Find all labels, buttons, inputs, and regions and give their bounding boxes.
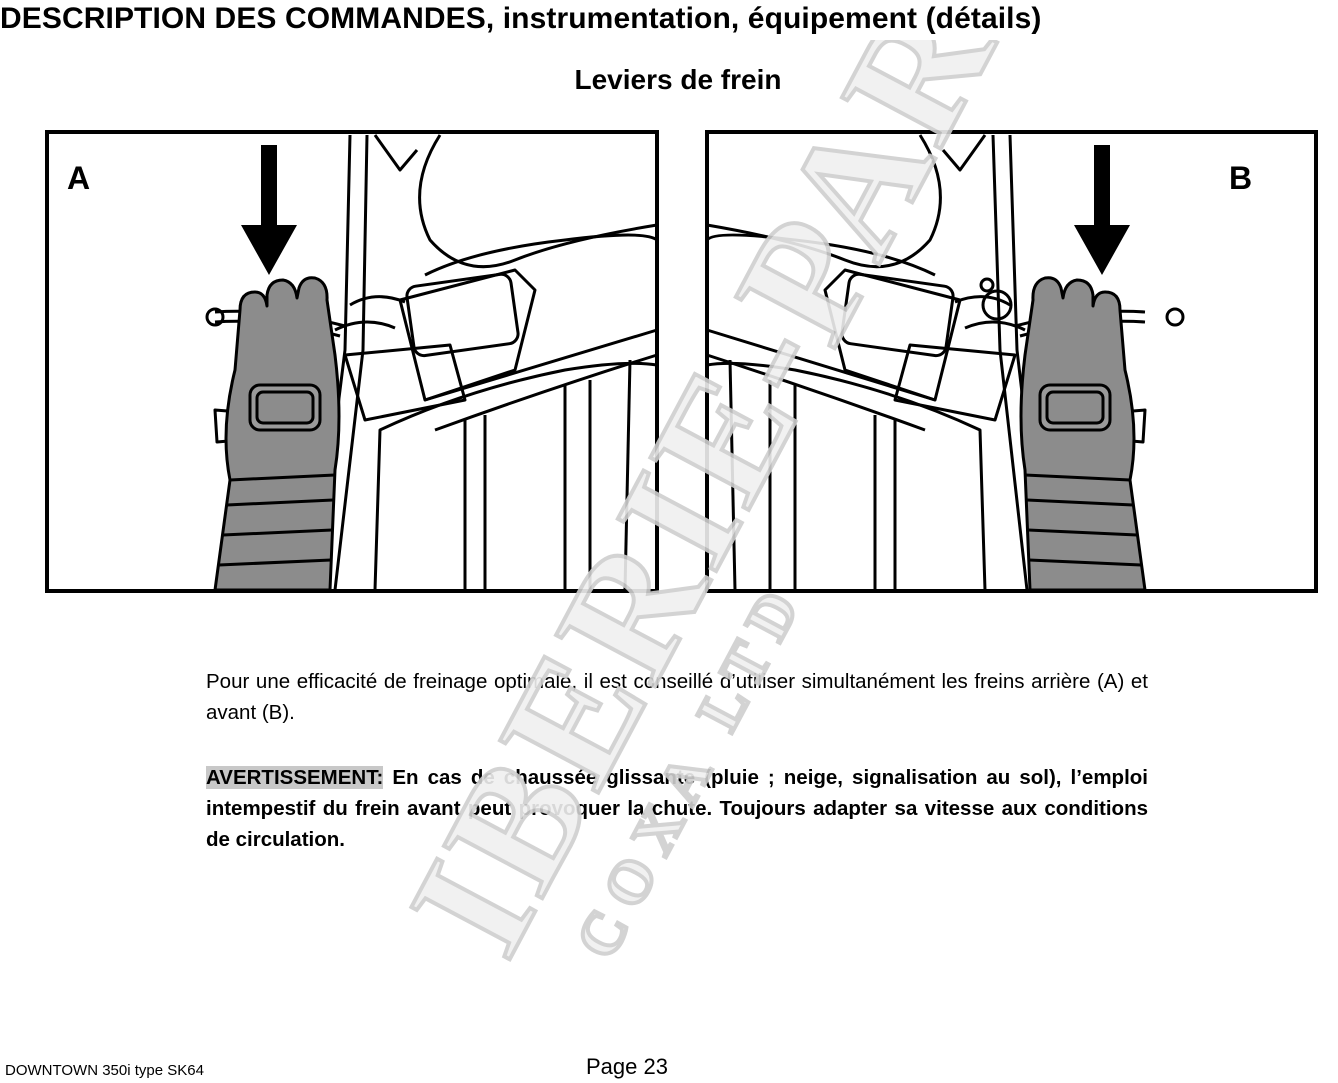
figure-a: A <box>45 130 659 593</box>
brake-lever-rear-hand-illustration <box>45 130 659 593</box>
page-number: Page 23 <box>586 1054 668 1079</box>
footer-model: DOWNTOWN 350i type SK64 <box>5 1062 204 1079</box>
warning-text: En cas de chaussée glissante (pluie ; ne… <box>206 766 1148 851</box>
brake-lever-front-hand-illustration <box>705 130 1318 593</box>
intro-paragraph: Pour une efficacité de freinage optimale… <box>206 670 1148 724</box>
warning-label: AVERTISSEMENT: <box>206 766 384 789</box>
page-title: DESCRIPTION DES COMMANDES, instrumentati… <box>0 2 1042 35</box>
figure-b: B <box>705 130 1318 593</box>
figure-label-a: A <box>67 160 91 196</box>
warning-paragraph: AVERTISSEMENT: En cas de chaussée glissa… <box>206 762 1148 855</box>
section-title: Leviers de frein <box>574 64 782 95</box>
figure-label-b: B <box>1229 160 1253 196</box>
